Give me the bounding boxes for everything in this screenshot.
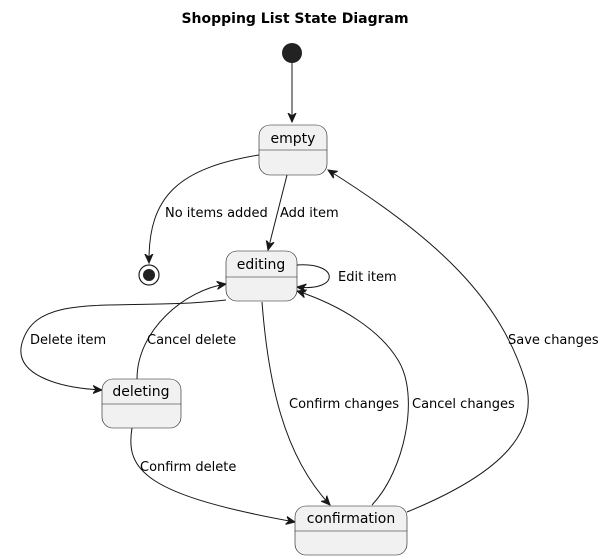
label-cancel-changes: Cancel changes [412, 397, 515, 412]
transition-editing-self [297, 264, 330, 288]
transition-deleting-to-editing [136, 284, 226, 380]
state-confirmation: confirmation [294, 505, 408, 556]
state-deleting: deleting [101, 378, 182, 429]
transition-editing-to-deleting [20, 299, 227, 390]
state-editing: editing [225, 250, 298, 302]
state-deleting-label: deleting [112, 384, 169, 400]
state-confirmation-label: confirmation [307, 511, 396, 527]
label-cancel-delete: Cancel delete [147, 333, 236, 348]
label-delete-item: Delete item [30, 333, 106, 348]
transition-deleting-to-confirmation [130, 427, 295, 522]
transition-empty-to-editing [268, 174, 288, 250]
transition-confirmation-to-editing [297, 291, 409, 506]
label-edit-item: Edit item [338, 270, 397, 285]
label-save-changes: Save changes [508, 333, 599, 348]
state-empty-label: empty [271, 131, 316, 147]
transition-editing-to-confirmation [261, 301, 330, 505]
diagram-title: Shopping List State Diagram [181, 11, 408, 27]
state-empty: empty [258, 124, 328, 176]
label-confirm-delete: Confirm delete [140, 460, 236, 475]
final-state-icon [138, 264, 160, 286]
state-editing-label: editing [237, 257, 286, 273]
label-confirm-changes: Confirm changes [289, 397, 399, 412]
label-add-item: Add item [280, 206, 339, 221]
transition-confirmation-to-empty [328, 170, 529, 513]
label-no-items-added: No items added [165, 206, 268, 221]
initial-state-icon [282, 43, 302, 63]
transition-empty-to-end [149, 154, 260, 263]
